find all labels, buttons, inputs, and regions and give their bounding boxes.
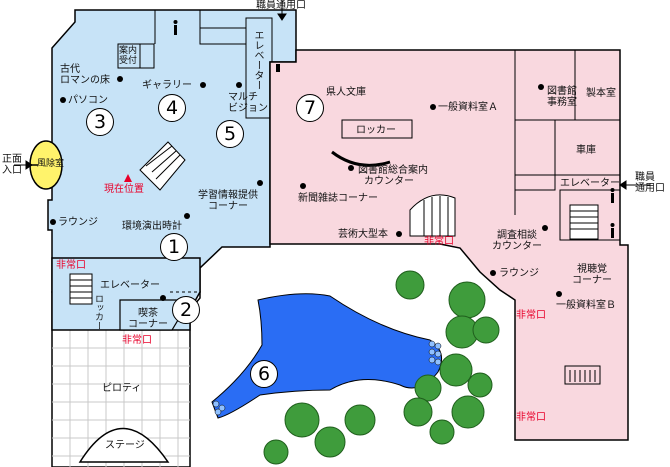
library-office-dot xyxy=(538,84,544,90)
general-counter-line1: 図書館総合案内 xyxy=(358,165,428,176)
info-desk-label: 案内 受付 xyxy=(119,46,137,66)
staff-entrance-right-line1: 職員 xyxy=(635,172,655,183)
general-b-dot xyxy=(556,291,562,297)
main-entrance-line2: 入口 xyxy=(2,165,22,176)
consult-line2: カウンター xyxy=(492,241,542,252)
tea-dot xyxy=(160,295,166,301)
multivision-dot xyxy=(236,82,242,88)
toilet-icons xyxy=(173,20,615,238)
consult-line1: 調査相談 xyxy=(497,230,537,241)
windbreak-room xyxy=(29,140,63,190)
library-office-label: 図書館 事務室 xyxy=(547,86,577,108)
arrows xyxy=(14,0,650,190)
exit-tea-label: 非常口 xyxy=(122,335,152,346)
gallery-dot xyxy=(200,82,206,88)
trees xyxy=(263,270,500,465)
tea-line1: 喫茶 xyxy=(138,308,158,319)
art-books-dot xyxy=(396,231,402,237)
pc-dot xyxy=(60,97,66,103)
tea-label: 喫茶 コーナー xyxy=(128,308,168,330)
marker-3: 3 xyxy=(86,108,114,136)
piloti-label: ピロティ xyxy=(102,383,142,394)
magazines-dot xyxy=(300,183,306,189)
gallery-label: ギャラリー xyxy=(142,80,192,91)
multivision-label: マルチ ビジョン xyxy=(228,92,268,114)
ancient-rome-label: 古代 ロマンの床 xyxy=(60,64,110,86)
general-a-dot xyxy=(430,104,436,110)
exit-right-1-label: 非常口 xyxy=(516,310,546,321)
windbreak-label: 風除室 xyxy=(37,159,65,169)
blue-zone xyxy=(47,9,297,331)
general-a-label: 一般資料室Ａ xyxy=(438,102,498,113)
bindery-label: 製本室 xyxy=(586,88,616,99)
learning-info-line1: 学習情報提供 xyxy=(198,190,258,201)
elevator-right-label: エレベーター xyxy=(560,178,620,189)
piloti-area xyxy=(51,291,201,467)
stage-label: ステージ xyxy=(105,440,145,451)
general-counter-label: 図書館総合案内 カウンター xyxy=(358,165,428,187)
marker-6: 6 xyxy=(250,360,278,388)
ancient-rome-line2: ロマンの床 xyxy=(60,75,110,86)
elevator-top-label: エレベーター xyxy=(252,30,263,90)
marker-2: 2 xyxy=(172,296,200,324)
marker-5: 5 xyxy=(216,120,244,148)
env-clock-label: 環境演出時計 xyxy=(122,221,182,232)
locker-left-label: ロッカー xyxy=(93,294,103,330)
learning-info-dot xyxy=(257,180,263,186)
av-line2: コーナー xyxy=(572,275,612,286)
exit-right-2-label: 非常口 xyxy=(516,412,546,423)
learning-info-label: 学習情報提供 コーナー xyxy=(198,190,258,212)
general-counter-dot xyxy=(348,165,354,171)
elevator-bottom-label: エレベーター xyxy=(100,280,160,291)
lounge-right-label: ラウンジ xyxy=(499,268,539,279)
lounge-left-label: ラウンジ xyxy=(58,217,98,228)
ancient-rome-line1: 古代 xyxy=(60,64,80,75)
lounge-right-dot xyxy=(490,270,496,276)
consult-dot xyxy=(542,225,548,231)
marker-4: 4 xyxy=(158,94,186,122)
prefectural-books-label: 県人文庫 xyxy=(326,87,366,98)
library-office-line2: 事務室 xyxy=(547,97,577,108)
info-desk-line2: 受付 xyxy=(119,56,138,66)
general-b-label: 一般資料室Ｂ xyxy=(556,300,616,311)
art-books-label: 芸術大型本 xyxy=(338,229,388,240)
tea-line2: コーナー xyxy=(128,319,168,330)
learning-info-line2: コーナー xyxy=(208,201,248,212)
staff-entrance-top-label: 職員通用口 xyxy=(256,0,306,11)
garage-label: 車庫 xyxy=(576,145,596,156)
exit-mid-label: 非常口 xyxy=(424,236,454,247)
info-desk-line1: 案内 xyxy=(119,46,138,56)
pink-zone xyxy=(269,49,629,441)
marker-1: 1 xyxy=(160,233,188,261)
exit-left-label: 非常口 xyxy=(56,260,86,271)
multivision-line1: マルチ xyxy=(228,92,258,103)
staff-entrance-right-line2: 通用口 xyxy=(635,183,665,194)
locker-right-label: ロッカー xyxy=(356,125,396,136)
marker-7: 7 xyxy=(296,94,324,122)
lounge-left-dot xyxy=(50,219,56,225)
general-counter-line2: カウンター xyxy=(364,176,414,187)
ancient-rome-dot xyxy=(117,76,123,82)
main-entrance-label: 正面 入口 xyxy=(2,154,22,176)
main-entrance-line1: 正面 xyxy=(2,154,22,165)
you-are-here-marker xyxy=(124,174,132,182)
library-office-line1: 図書館 xyxy=(547,86,577,97)
multivision-line2: ビジョン xyxy=(228,103,268,114)
stage-shape xyxy=(78,427,170,463)
magazines-label: 新聞雑誌コーナー xyxy=(298,193,378,204)
pond xyxy=(211,293,443,419)
av-line1: 視聴覚 xyxy=(577,264,607,275)
you-are-here-label: 現在位置 xyxy=(104,184,144,195)
pc-label: パソコン xyxy=(68,95,108,106)
consult-label: 調査相談 カウンター xyxy=(492,230,542,252)
staff-entrance-right-label: 職員 通用口 xyxy=(635,172,665,194)
env-clock-dot xyxy=(184,213,190,219)
av-label: 視聴覚 コーナー xyxy=(572,264,612,286)
